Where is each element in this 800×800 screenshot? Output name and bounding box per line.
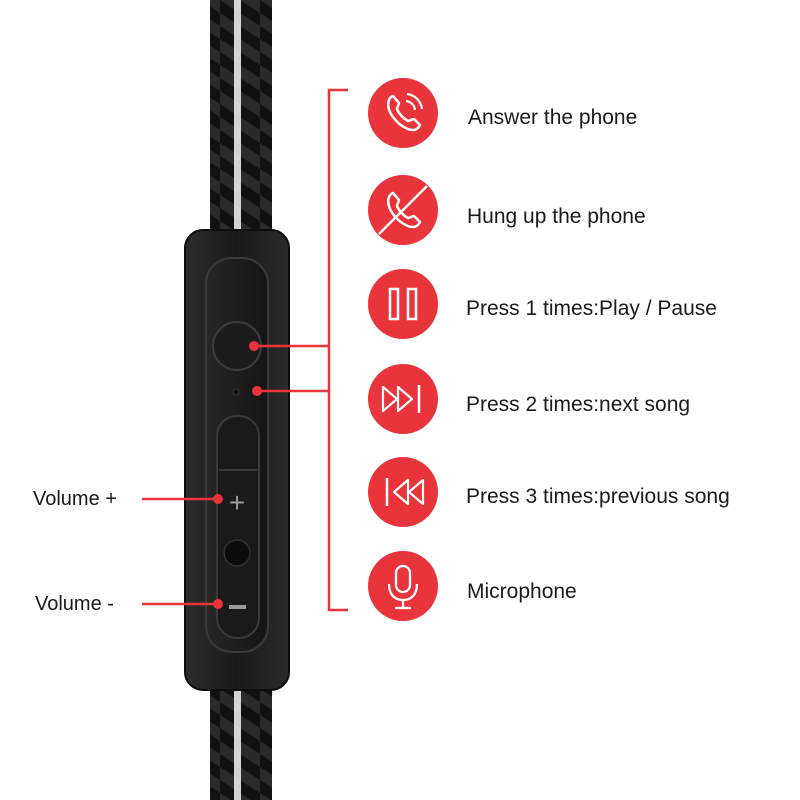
volume-center-dimple bbox=[223, 539, 251, 567]
feature-label-hangup: Hung up the phone bbox=[467, 205, 646, 228]
pause-icon bbox=[368, 269, 438, 339]
volume-rocker[interactable] bbox=[216, 415, 260, 639]
callout-dots bbox=[213, 341, 262, 609]
feature-label-play-pause: Press 1 times:Play / Pause bbox=[466, 297, 717, 320]
phone-hangup-icon bbox=[368, 175, 438, 245]
cable-bottom bbox=[210, 680, 272, 800]
next-track-icon bbox=[368, 364, 438, 434]
volume-down-symbol[interactable] bbox=[229, 605, 246, 609]
feature-label-answer: Answer the phone bbox=[468, 106, 638, 129]
feature-label-microphone: Microphone bbox=[467, 580, 577, 603]
callout-lines bbox=[142, 88, 348, 612]
previous-track-icon bbox=[368, 457, 438, 527]
volume-up-symbol[interactable]: + bbox=[229, 487, 245, 518]
feature-label-previous-song: Press 3 times:previous song bbox=[466, 485, 730, 508]
feature-label-next-song: Press 2 times:next song bbox=[466, 393, 691, 416]
phone-answer-icon bbox=[368, 78, 438, 148]
feature-icons bbox=[368, 78, 438, 621]
volume-up-label: Volume + bbox=[33, 488, 117, 510]
microphone-hole bbox=[232, 388, 240, 396]
microphone-icon bbox=[368, 551, 438, 621]
cable-top bbox=[210, 0, 272, 240]
remote-control: + bbox=[184, 229, 290, 691]
volume-down-label: Volume - bbox=[35, 593, 114, 615]
